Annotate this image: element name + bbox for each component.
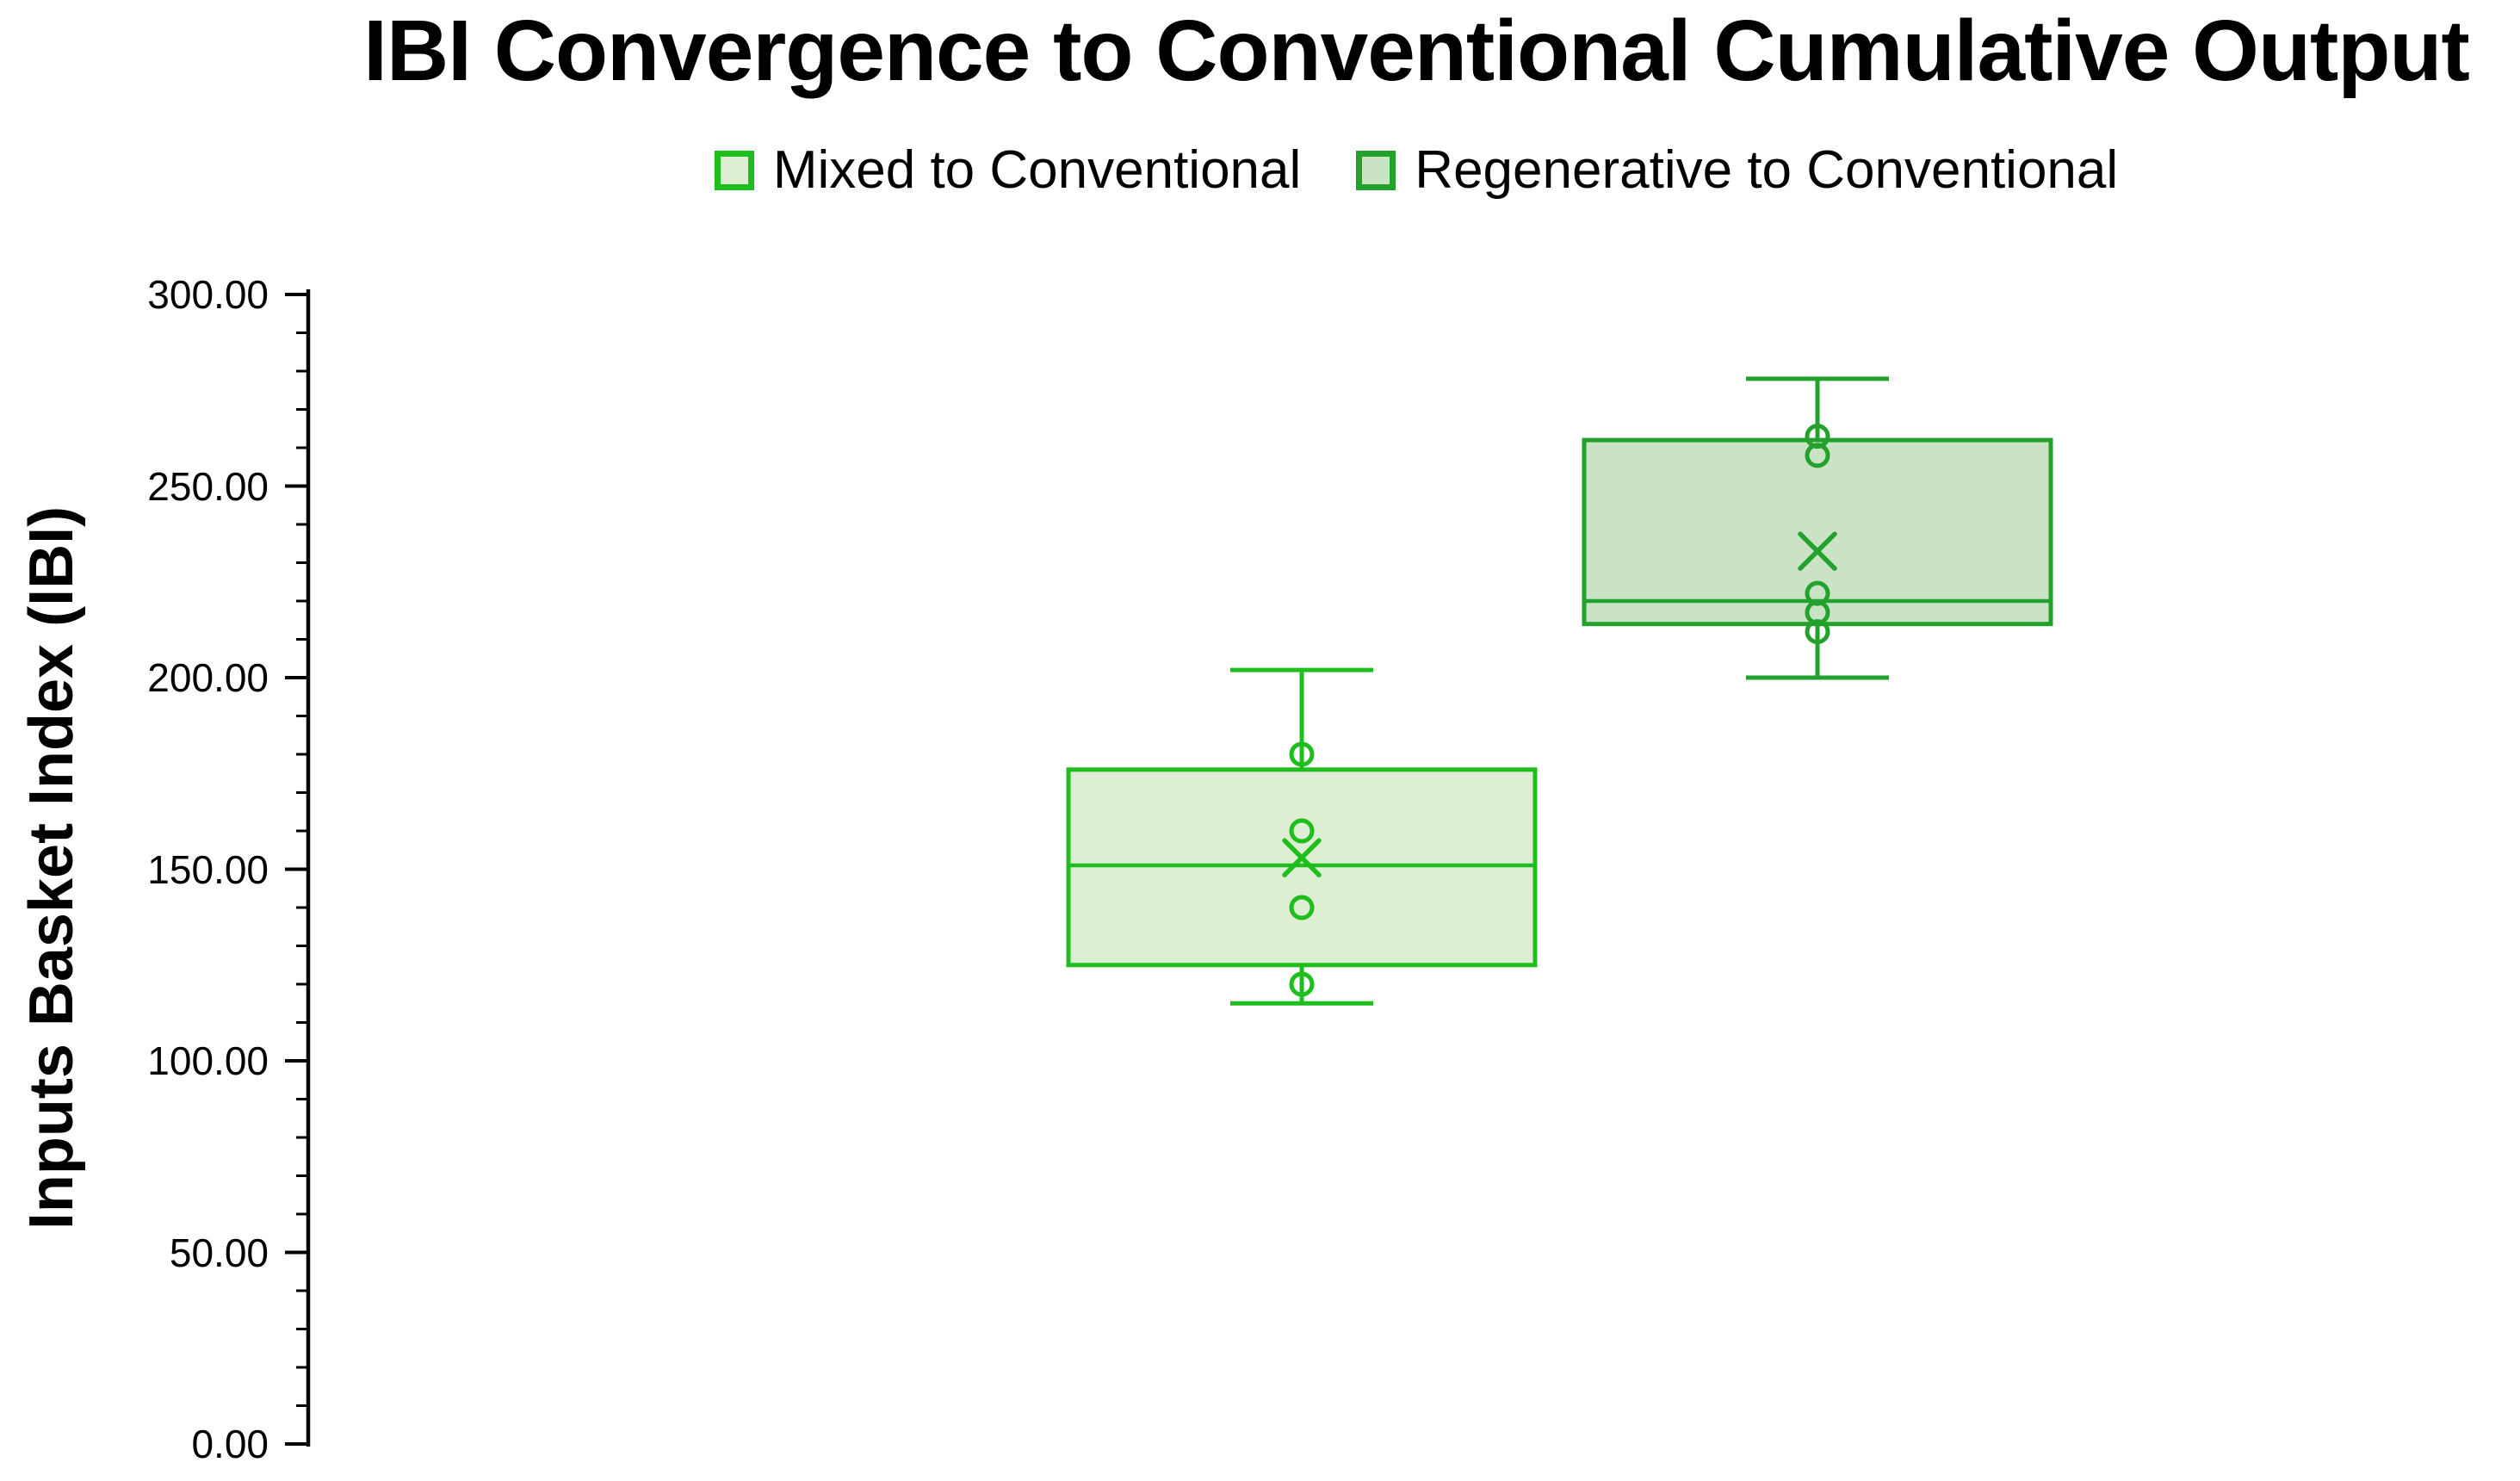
legend-swatch-mixed-icon: [714, 150, 754, 190]
legend-label-mixed: Mixed to Conventional: [772, 140, 1302, 200]
data-point-mixed: [1289, 818, 1315, 844]
y-tick-label: 50.00: [169, 1230, 269, 1275]
data-point-mixed: [1289, 971, 1315, 997]
chart-title: IBI Convergence to Conventional Cumulati…: [363, 3, 2470, 99]
mean-marker-regenerative: [1798, 531, 1837, 571]
mean-marker-mixed: [1282, 838, 1322, 877]
y-tick-label: 0.00: [191, 1422, 269, 1466]
legend-label-regenerative: Regenerative to Conventional: [1415, 140, 2119, 200]
data-point-mixed: [1289, 895, 1315, 920]
legend-item-mixed: Mixed to Conventional: [714, 139, 1302, 201]
legend-item-regenerative: Regenerative to Conventional: [1356, 139, 2118, 201]
data-point-regenerative: [1805, 580, 1830, 606]
data-point-regenerative: [1805, 424, 1830, 449]
y-tick-label: 250.00: [147, 463, 269, 509]
y-tick-label: 150.00: [147, 846, 269, 892]
y-tick-label: 100.00: [147, 1038, 269, 1083]
legend-swatch-regenerative-icon: [1356, 150, 1396, 190]
y-tick-label: 300.00: [147, 272, 269, 317]
box-regenerative: [1582, 437, 2053, 627]
legend: Mixed to Conventional Regenerative to Co…: [313, 139, 2520, 201]
y-tick-label: 200.00: [147, 655, 269, 700]
data-point-mixed: [1289, 741, 1315, 767]
